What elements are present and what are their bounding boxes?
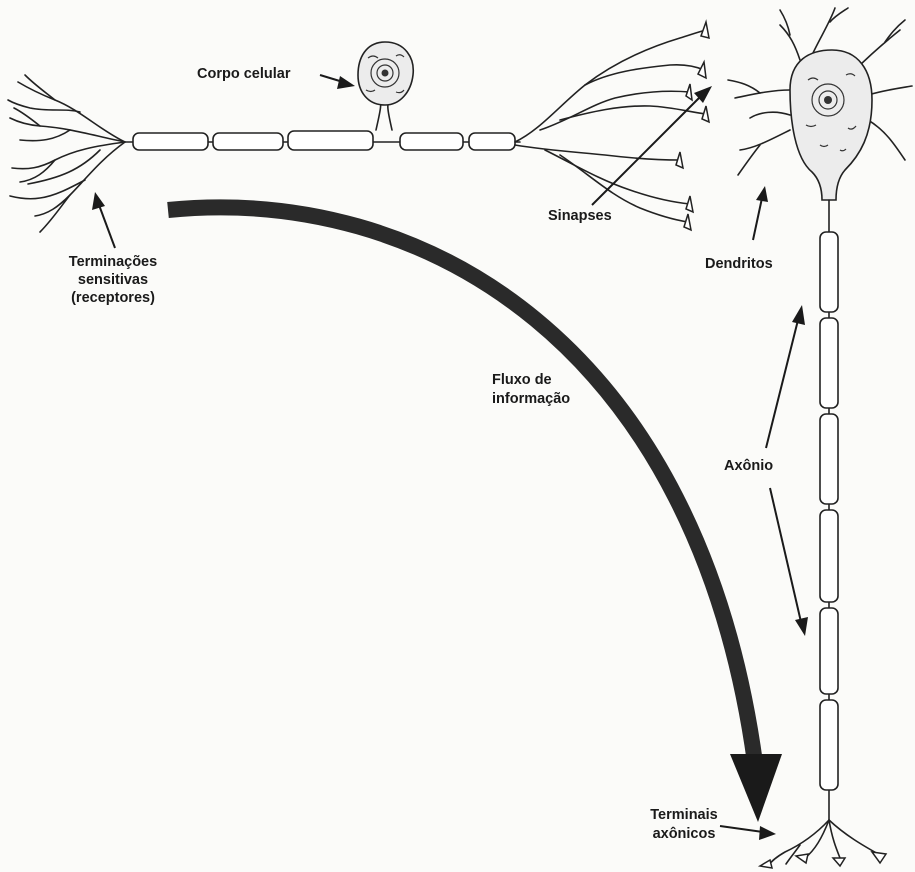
label-corpo-celular: Corpo celular <box>197 66 291 82</box>
axonio-up-arrowhead <box>792 305 805 325</box>
pointer-arrows <box>92 75 808 840</box>
label-terminacoes-line3: (receptores) <box>71 290 155 306</box>
label-terminacoes-line1: Terminações <box>69 254 157 270</box>
sensory-receptor-endings <box>8 75 125 232</box>
label-terminais-line1: Terminais <box>650 807 717 823</box>
dendritos-arrowhead <box>756 186 768 202</box>
terminacoes-arrowhead <box>92 192 105 210</box>
motor-cell-body <box>790 50 872 200</box>
label-dendritos: Dendritos <box>705 256 773 272</box>
label-terminais-line2: axônicos <box>653 826 716 842</box>
axonio-down-arrowhead <box>795 617 808 636</box>
corpo-celular-arrowhead <box>337 76 355 89</box>
sensory-axon-terminals <box>515 30 706 222</box>
label-terminacoes-line2: sensitivas <box>78 272 148 288</box>
myelin-sheath-horizontal <box>133 131 515 150</box>
information-flow-arrow <box>168 207 782 822</box>
sensory-neuron <box>8 22 709 232</box>
label-fluxo-line1: Fluxo de <box>492 372 552 388</box>
terminais-arrowhead <box>759 826 776 840</box>
motor-terminal-knobs <box>760 852 886 868</box>
label-fluxo-line2: informação <box>492 391 570 407</box>
label-axonio: Axônio <box>724 458 773 474</box>
motor-axon-terminals <box>768 820 880 866</box>
label-sinapses: Sinapses <box>548 208 612 224</box>
synaptic-knobs <box>676 22 709 230</box>
sensory-cell-body <box>358 42 413 130</box>
